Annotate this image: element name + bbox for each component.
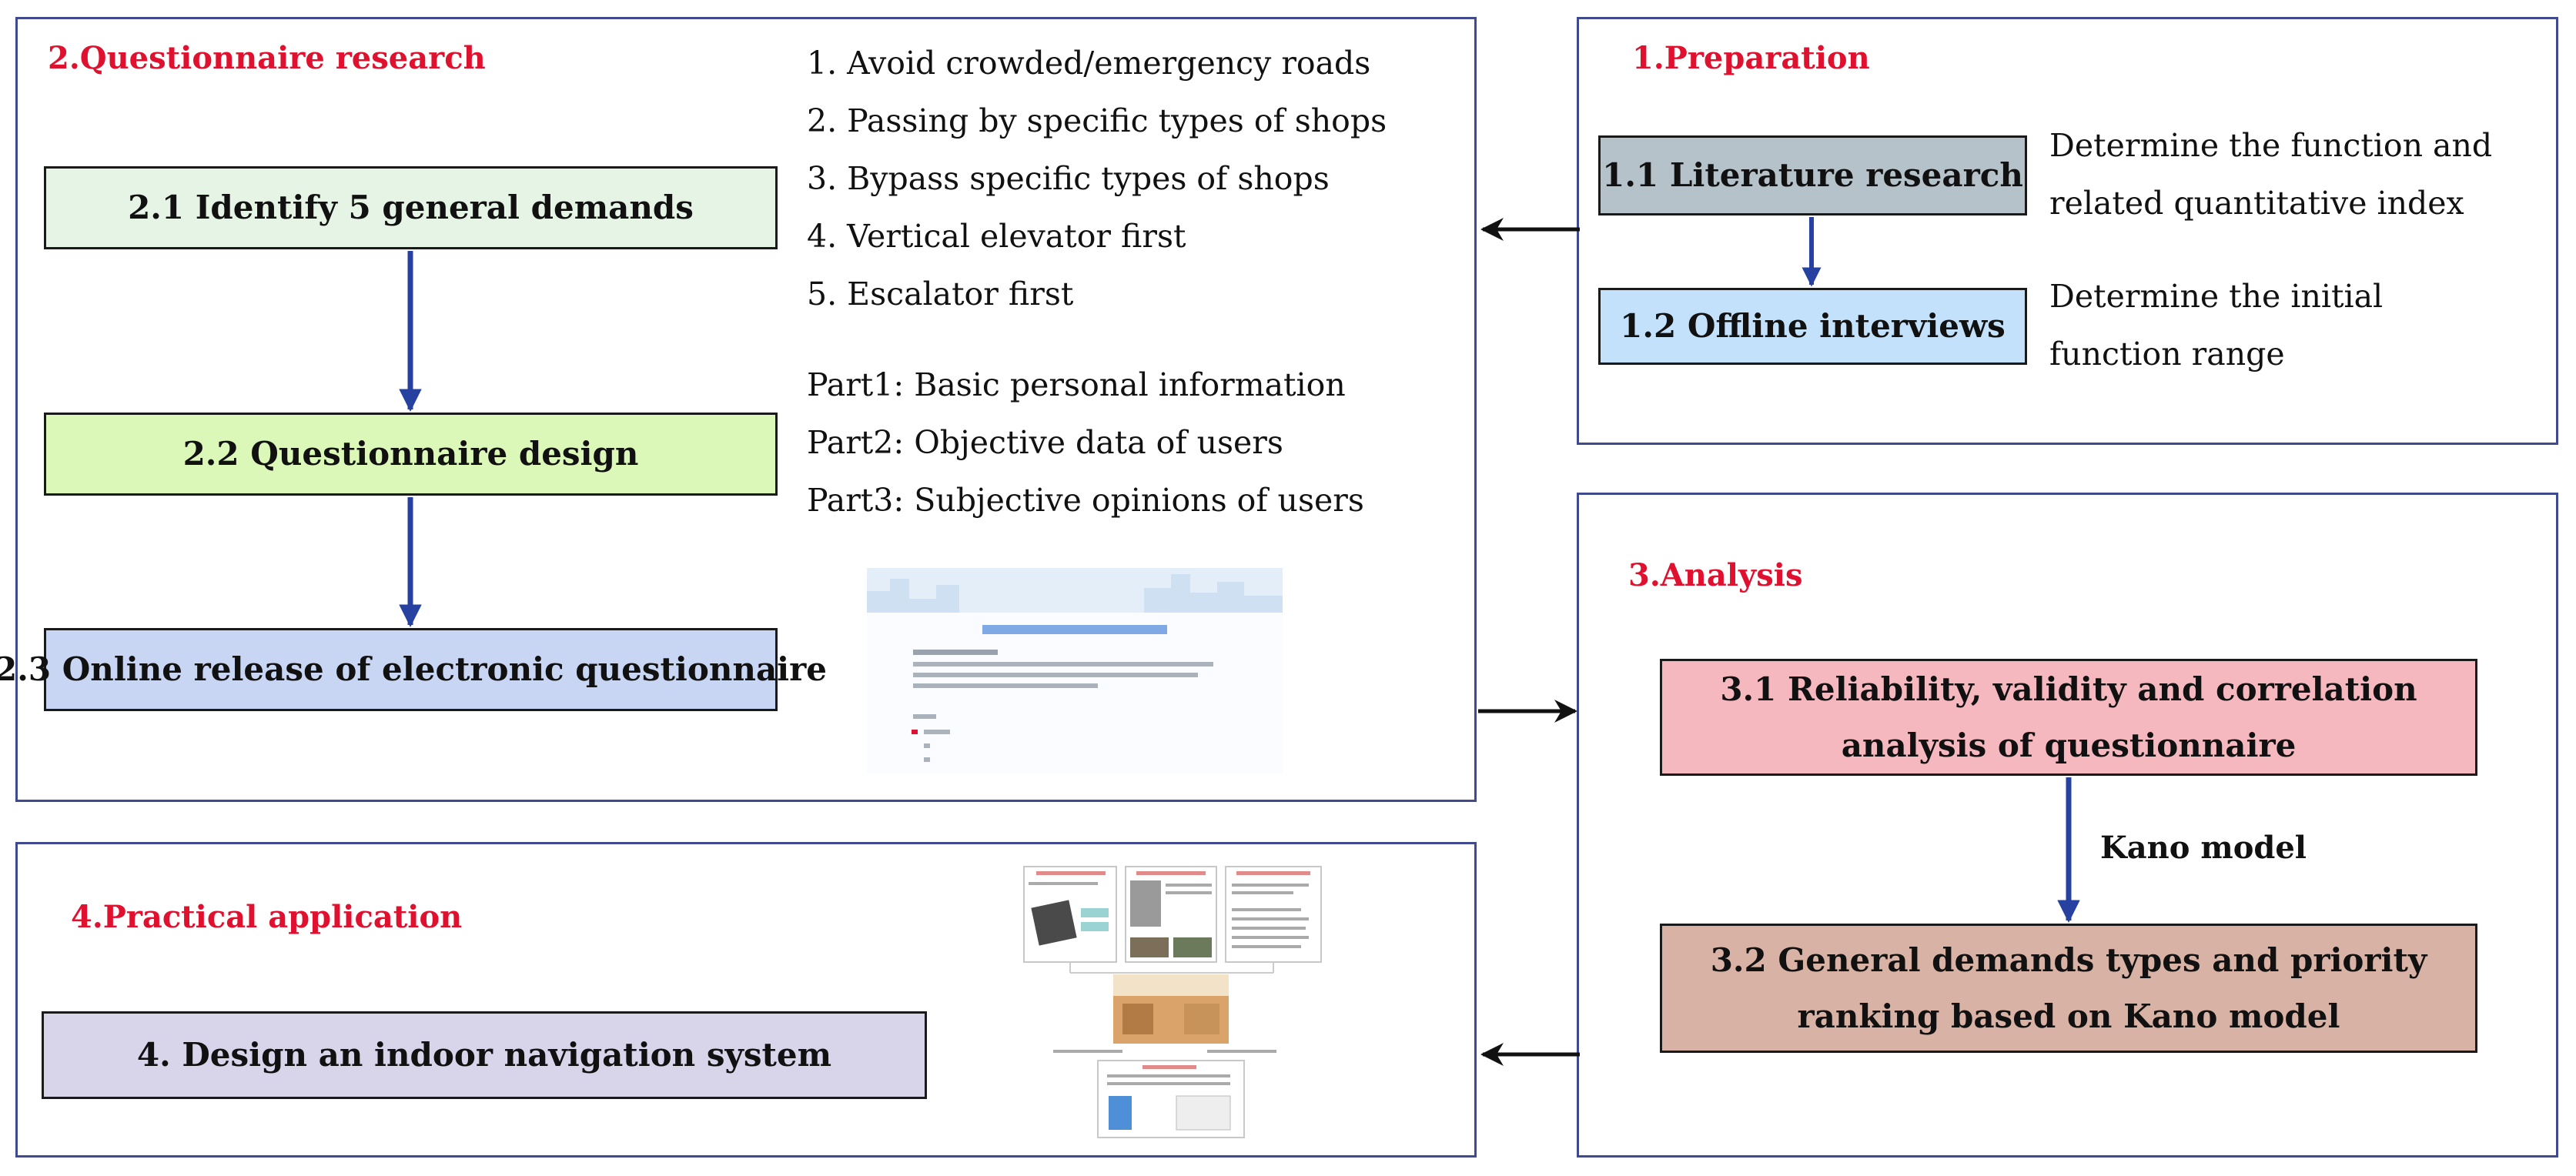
practical-application-title: 4.Practical application <box>71 899 463 935</box>
box-line: ranking based on Kano model <box>1797 997 2340 1035</box>
navigation-system-image <box>1022 865 1324 1139</box>
questionnaire-screenshot-image <box>867 568 1283 774</box>
box-demand-types-ranking: 3.2 General demands types and priority r… <box>1660 924 2477 1053</box>
part-item: Part1: Basic personal information <box>807 366 1346 403</box>
box-literature-research: 1.1 Literature research <box>1598 135 2027 215</box>
panel-preparation <box>1577 17 2558 445</box>
part-item: Part2: Objective data of users <box>807 424 1283 461</box>
note-literature-research: Determine the function and related quant… <box>2049 117 2492 232</box>
demand-item: 5. Escalator first <box>807 276 1074 312</box>
note-offline-interviews: Determine the initial function range <box>2049 268 2383 383</box>
box-line: analysis of questionnaire <box>1841 727 2297 764</box>
box-reliability-analysis: 3.1 Reliability, validity and correlatio… <box>1660 659 2477 776</box>
box-line: 3.1 Reliability, validity and correlatio… <box>1720 670 2417 708</box>
box-design-navigation: 4. Design an indoor navigation system <box>42 1011 927 1099</box>
demand-item: 1. Avoid crowded/emergency roads <box>807 45 1371 82</box>
box-online-release: 2.3 Online release of electronic questio… <box>0 628 827 711</box>
preparation-title: 1.Preparation <box>1632 40 1870 76</box>
box-questionnaire-design: 2.2 Questionnaire design <box>44 413 778 496</box>
questionnaire-research-title: 2.Questionnaire research <box>48 40 486 76</box>
demand-item: 3. Bypass specific types of shops <box>807 160 1330 197</box>
demand-item: 4. Vertical elevator first <box>807 218 1186 255</box>
note-line: function range <box>2049 336 2285 373</box>
kano-model-label: Kano model <box>2100 830 2307 866</box>
note-line: related quantitative index <box>2049 185 2464 222</box>
note-line: Determine the initial <box>2049 278 2384 315</box>
part-item: Part3: Subjective opinions of users <box>807 482 1364 519</box>
analysis-title: 3.Analysis <box>1628 557 1803 593</box>
box-offline-interviews: 1.2 Offline interviews <box>1598 288 2027 365</box>
box-identify-demands: 2.1 Identify 5 general demands <box>44 166 778 249</box>
box-line: 3.2 General demands types and priority <box>1710 940 2427 979</box>
note-line: Determine the function and <box>2049 127 2493 164</box>
demand-item: 2. Passing by specific types of shops <box>807 102 1387 139</box>
